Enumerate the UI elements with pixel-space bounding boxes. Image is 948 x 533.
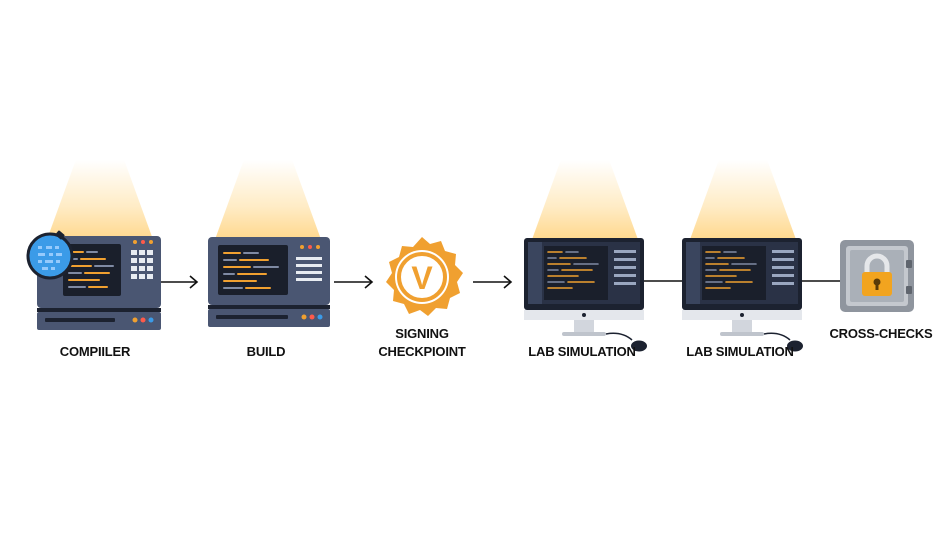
node-label-lab2: LAB SIMULATION	[686, 344, 794, 359]
mouse-icon	[631, 340, 647, 352]
connector-line	[802, 280, 842, 282]
connector-line	[644, 280, 682, 282]
magnifier-icon	[26, 230, 74, 280]
spotlight-glow-lab2	[688, 160, 798, 245]
badge-letter: V	[411, 260, 433, 296]
badge-v-icon: V	[386, 237, 463, 316]
compiler-machine	[37, 236, 161, 330]
node-label-cross-checks: CROSS-CHECKS	[829, 326, 933, 341]
node-label-signing: SIGNING CHECKPIOINT	[378, 326, 466, 359]
node-label-compiler: COMPIILER	[59, 344, 131, 359]
mouse-icon	[787, 340, 803, 352]
build-machine	[208, 237, 330, 327]
spotlight-glow-build	[213, 160, 323, 245]
spotlight-glow-lab1	[530, 160, 640, 245]
safe-icon	[840, 240, 914, 312]
lab2-monitor	[682, 238, 802, 341]
lab1-monitor	[524, 238, 644, 341]
padlock-icon	[862, 253, 892, 296]
arrow-right-icon	[334, 275, 374, 289]
arrow-right-icon	[161, 275, 199, 289]
arrow-right-icon	[473, 275, 513, 289]
node-label-build: BUILD	[246, 344, 286, 359]
node-label-lab1: LAB SIMULATION	[528, 344, 636, 359]
